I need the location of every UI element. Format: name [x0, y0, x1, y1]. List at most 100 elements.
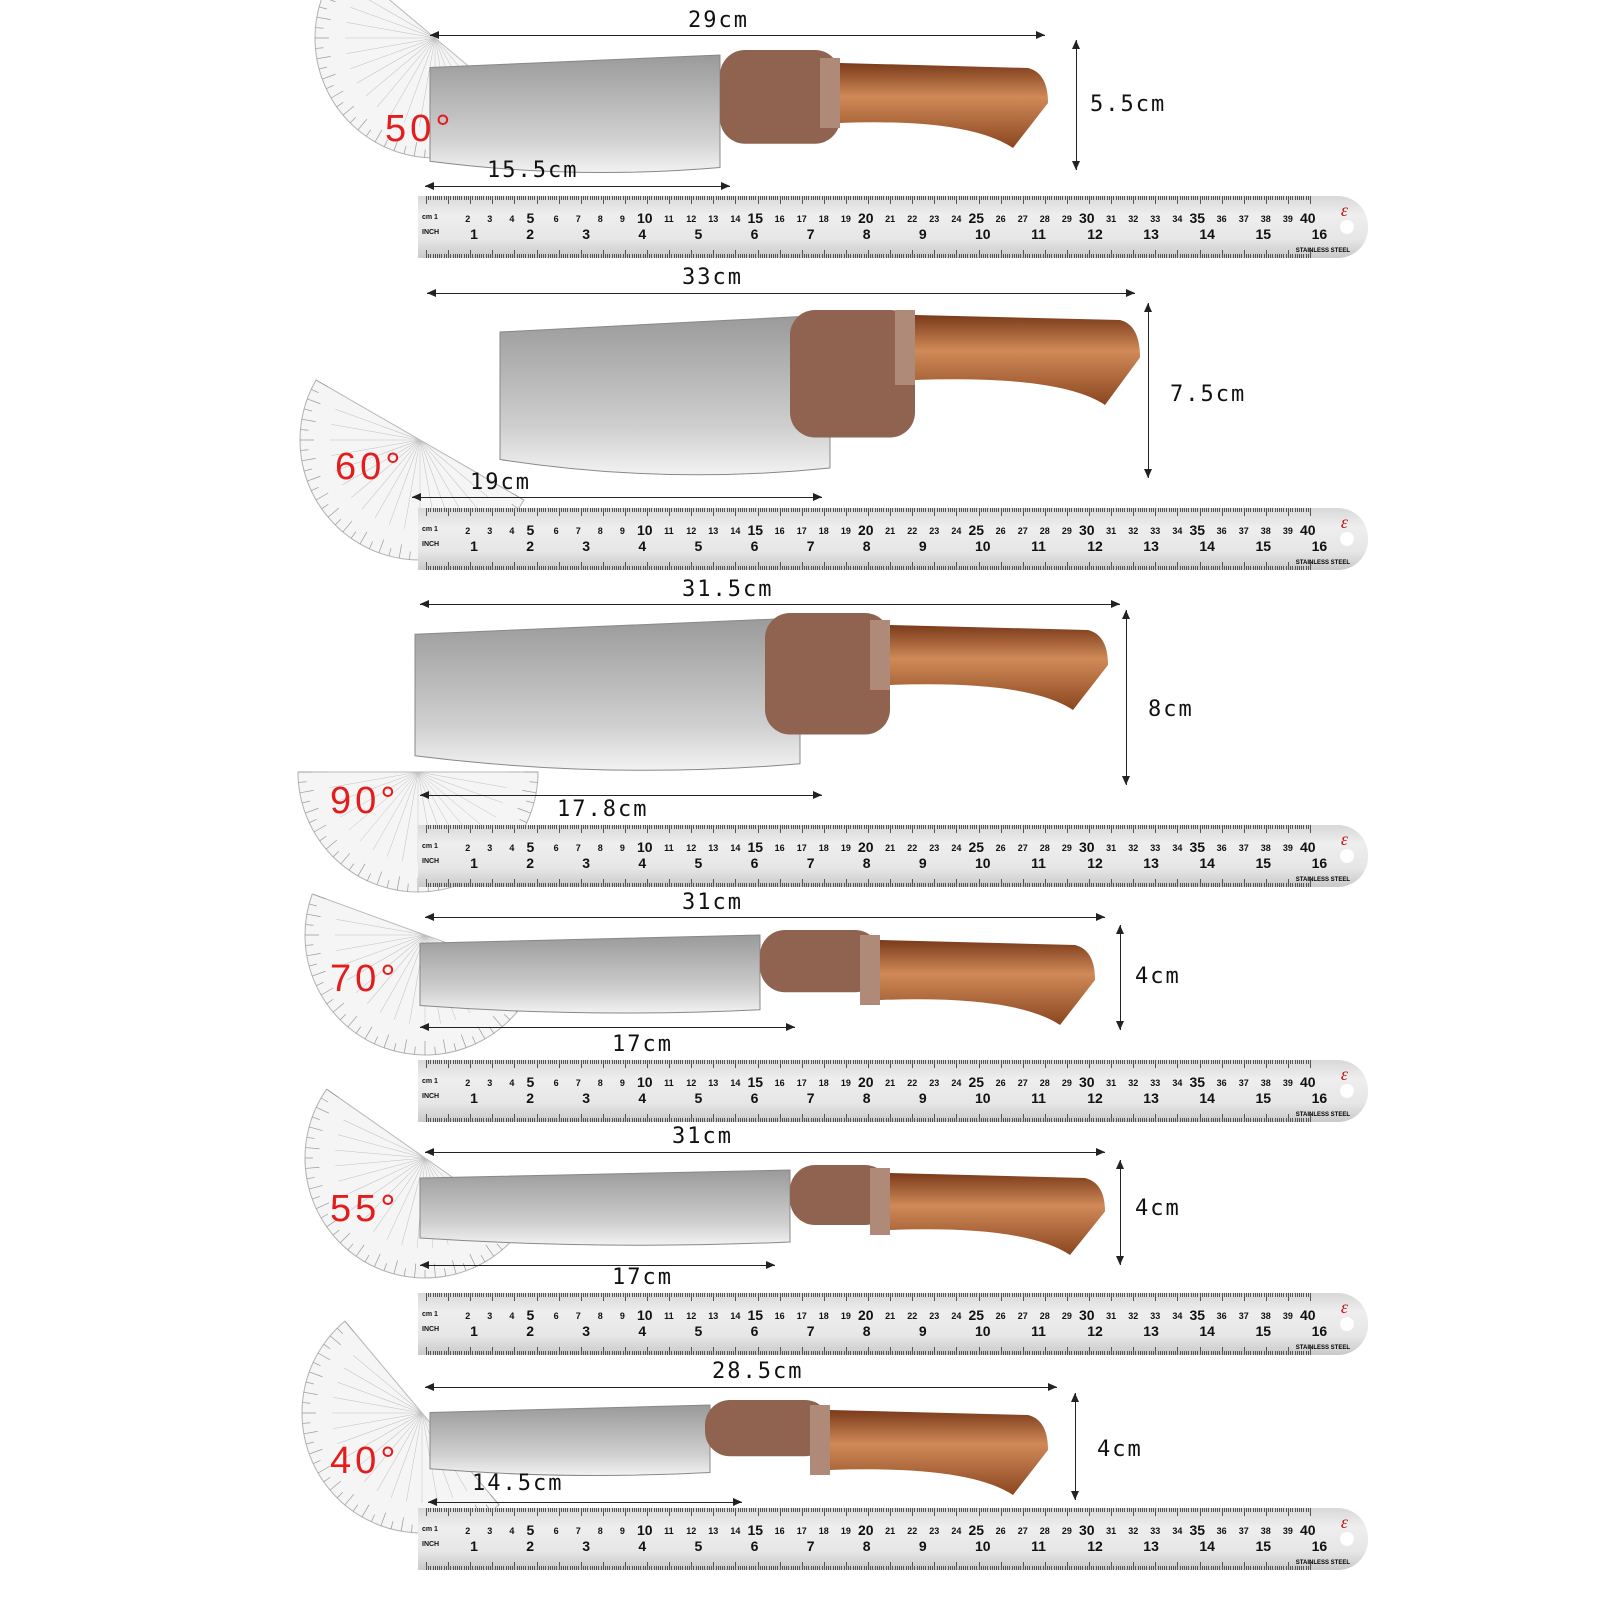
- height-label: 4cm: [1135, 1196, 1181, 1221]
- ruler-cm-mark: 10: [637, 522, 653, 538]
- ruler-inch-mark: 10: [975, 1538, 991, 1554]
- ruler-cm-mark: 4: [509, 1078, 515, 1088]
- ruler-cm-label: cm 1: [422, 1526, 438, 1533]
- ruler-inch-mark: 15: [1255, 1538, 1272, 1554]
- ruler-inch-mark: 1: [470, 855, 478, 871]
- ruler-cm-mark: 9: [619, 1078, 625, 1088]
- ruler-cm-mark: 19: [840, 843, 851, 853]
- ruler-cm-mark: 34: [1172, 843, 1183, 853]
- ruler-cm-mark: 23: [929, 526, 940, 536]
- ruler-cm-mark: 21: [885, 1078, 896, 1088]
- ruler-cm-mark: 40: [1300, 1307, 1316, 1323]
- blade-length-line: [420, 1027, 795, 1028]
- ruler-cm-mark: 33: [1150, 1311, 1161, 1321]
- ruler-cm-mark: 25: [968, 210, 985, 226]
- ruler-inch-mark: 6: [750, 1323, 759, 1339]
- ruler-cm-mark: 17: [796, 843, 807, 853]
- ruler-cm-mark: 14: [730, 1526, 741, 1536]
- ruler-cm-mark: 4: [509, 214, 515, 224]
- ruler-inch-mark: 7: [806, 1538, 815, 1554]
- arrow-right-icon: [1096, 913, 1105, 921]
- ruler-cm-mark: 28: [1039, 214, 1050, 224]
- ruler-inch-mark: 8: [862, 1323, 871, 1339]
- ruler-cm-mark: 18: [818, 843, 829, 853]
- ruler-inch-mark: 12: [1087, 1538, 1103, 1554]
- ruler-inch-mark: 9: [918, 855, 927, 871]
- ruler-cm-mark: 18: [818, 1078, 829, 1088]
- ruler-inch-mark: 4: [638, 538, 647, 554]
- ruler-cm-mark: 30: [1079, 522, 1095, 538]
- ruler-cm-mark: 29: [1061, 1526, 1072, 1536]
- ruler-cm-mark: 36: [1216, 1526, 1227, 1536]
- height-label: 7.5cm: [1170, 382, 1247, 407]
- ruler-material-label: STAINLESS STEEL: [1295, 877, 1350, 883]
- ruler-cm-mark: 20: [858, 1074, 874, 1090]
- ruler-cm-mark: 2: [465, 1526, 471, 1536]
- ruler-cm-mark: 5: [526, 1074, 535, 1090]
- ruler-cm-mark: 12: [686, 526, 697, 536]
- ruler-inch-mark: 1: [470, 1323, 478, 1339]
- angle-label: 90°: [330, 780, 400, 822]
- arrow-left-icon: [420, 600, 429, 608]
- ruler-inch-mark: 11: [1031, 226, 1046, 242]
- ruler-cm-mark: 26: [995, 843, 1006, 853]
- ruler-inch-mark: 14: [1199, 855, 1215, 871]
- ruler-inch-mark: 14: [1199, 1090, 1215, 1106]
- ruler-cm-mark: 38: [1260, 214, 1271, 224]
- ruler-cm-mark: 29: [1061, 526, 1072, 536]
- ruler-cm-mark: 17: [796, 1311, 807, 1321]
- ruler-inch-mark: 1: [470, 1538, 478, 1554]
- arrow-left-icon: [428, 1498, 437, 1506]
- ruler-inch-mark: 9: [918, 1090, 927, 1106]
- angle-label: 50°: [385, 108, 455, 150]
- ruler-inch-label: INCH: [422, 541, 440, 548]
- ruler-cm-mark: 4: [509, 843, 515, 853]
- brand-logo: ε: [1340, 1512, 1348, 1532]
- blade-length-line: [420, 1265, 775, 1266]
- ruler-inch-mark: 16: [1311, 1538, 1328, 1554]
- height-line: [1126, 610, 1127, 785]
- ruler-cm-mark: 3: [487, 1311, 493, 1321]
- ruler-cm-mark: 19: [840, 526, 851, 536]
- ruler-inch-mark: 11: [1031, 538, 1046, 554]
- ruler-cm-mark: 40: [1300, 839, 1316, 855]
- ruler-inch-mark: 14: [1199, 226, 1215, 242]
- ruler-inch-mark: 3: [582, 1090, 591, 1106]
- ruler-cm-mark: 28: [1039, 1078, 1050, 1088]
- ruler-cm-mark: 5: [526, 1522, 535, 1538]
- ruler-cm-mark: 36: [1216, 526, 1227, 536]
- ruler-inch-mark: 6: [750, 1090, 759, 1106]
- ruler-cm-mark: 29: [1061, 1078, 1072, 1088]
- blade-length-label: 19cm: [470, 470, 531, 495]
- ruler-cm-mark: 25: [968, 839, 985, 855]
- ruler-hang-hole: [1340, 220, 1354, 234]
- ruler-inch-mark: 5: [694, 1323, 703, 1339]
- ruler-inch-mark: 2: [526, 1323, 534, 1339]
- ruler-cm-mark: 16: [774, 214, 785, 224]
- ruler-cm-mark: 35: [1189, 1522, 1206, 1538]
- ruler-cm-mark: 13: [708, 843, 719, 853]
- ruler-cm-mark: 4: [509, 526, 515, 536]
- ruler-cm-mark: 39: [1282, 1078, 1293, 1088]
- arrow-left-icon: [425, 182, 434, 190]
- ruler-cm-mark: 14: [730, 1078, 741, 1088]
- ruler-cm-mark: 35: [1189, 1074, 1206, 1090]
- ruler-cm-mark: 3: [487, 1078, 493, 1088]
- total-length-line: [425, 917, 1105, 918]
- total-length-label: 29cm: [688, 8, 749, 33]
- ruler-cm-mark: 25: [968, 522, 985, 538]
- height-label: 5.5cm: [1090, 92, 1167, 117]
- ruler-inch-mark: 2: [526, 538, 534, 554]
- ruler-cm-mark: 6: [553, 526, 559, 536]
- height-line: [1120, 925, 1121, 1030]
- ruler-material-label: STAINLESS STEEL: [1295, 248, 1350, 254]
- ruler-cm-mark: 19: [840, 1311, 851, 1321]
- ruler-cm-mark: 32: [1128, 1078, 1139, 1088]
- ruler-inch-mark: 4: [638, 226, 647, 242]
- ruler-inch-label: INCH: [422, 229, 440, 236]
- ruler-inch-mark: 9: [918, 1538, 927, 1554]
